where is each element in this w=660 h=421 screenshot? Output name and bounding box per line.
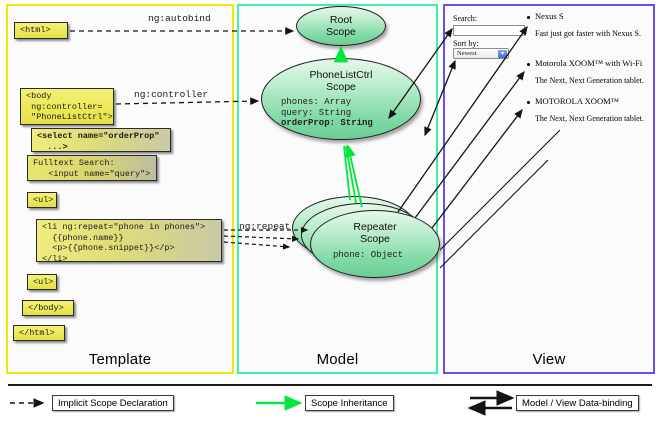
legend-label-model-view-data-binding: Model / View Data-binding <box>516 395 639 411</box>
code-box-fulltext-search: Fulltext Search: <input name="query"> <box>27 155 157 181</box>
phone-name[interactable]: MOTOROLA XOOM™ <box>535 96 619 106</box>
template-column: Template <box>6 4 234 374</box>
phone-snippet: The Next, Next Generation tablet. <box>535 114 644 123</box>
chevron-updown-icon[interactable]: ▾ <box>498 50 507 58</box>
code-box-ul-open: <ul> <box>27 192 57 208</box>
legend-label-scope-inheritance: Scope Inheritance <box>305 395 394 411</box>
root-scope-ellipse: Root Scope <box>296 6 386 46</box>
repeater-scope-title-line2: Scope <box>360 233 390 245</box>
code-box-li-ng-repeat: <li ng:repeat="phone in phones"> {{phone… <box>36 219 222 264</box>
search-input[interactable] <box>453 25 525 36</box>
view-column-label: View <box>532 351 566 368</box>
phone-bullet-icon <box>527 63 530 66</box>
ng-autobind-label: ng:autobind <box>148 13 211 24</box>
root-scope-title-line2: Scope <box>326 26 356 38</box>
phonelistctrl-prop-query: query: String <box>281 107 352 118</box>
phone-bullet-icon <box>527 101 530 104</box>
phone-snippet: Fast just got faster with Nexus S. <box>535 29 641 38</box>
phone-bullet-icon <box>527 16 530 19</box>
code-box-body-close: </body> <box>22 300 74 316</box>
phonelistctrl-scope-ellipse: PhoneListCtrl Scope phones: Array query:… <box>261 58 421 140</box>
repeater-scope-ellipse: Repeater Scope phone: Object <box>310 210 440 278</box>
ng-repeat-label: ng:repeat <box>239 221 291 232</box>
legend-label-implicit-scope-declaration: Implicit Scope Declaration <box>52 395 174 411</box>
phonelistctrl-prop-phones: phones: Array <box>281 97 352 107</box>
sort-by-label: Sort by: <box>453 39 479 48</box>
code-box-html-close: </html> <box>13 325 65 341</box>
phone-snippet: The Next, Next Generation tablet. <box>535 76 644 85</box>
legend-divider <box>8 384 652 386</box>
phonelistctrl-scope-title-line1: PhoneListCtrl <box>309 69 373 81</box>
sort-by-selected-value: Newest <box>457 50 477 57</box>
code-box-body-controller: <body ng:controller= "PhoneListCtrl"> <box>20 88 114 125</box>
root-scope-title-line1: Root <box>329 14 353 26</box>
phone-name[interactable]: Motorola XOOM™ with Wi-Fi <box>535 58 643 68</box>
ng-controller-label: ng:controller <box>134 89 209 100</box>
phone-name[interactable]: Nexus S <box>535 11 564 21</box>
phonelistctrl-scope-title-line2: Scope <box>326 81 356 93</box>
code-box-html-open: <html> <box>14 22 68 39</box>
repeater-prop-phone: phone: Object <box>333 250 404 260</box>
template-column-label: Template <box>88 351 152 368</box>
repeater-scope-title-line1: Repeater <box>353 221 397 233</box>
sort-by-select[interactable]: Newest ▾ <box>453 48 509 59</box>
code-box-ul-close: <ul> <box>27 274 57 290</box>
search-label: Search: <box>453 14 477 23</box>
phonelistctrl-prop-orderprop: orderProp: String <box>281 118 373 128</box>
model-column-label: Model <box>316 351 359 368</box>
code-box-select-orderprop: <select name="orderProp" ...> <box>31 128 171 152</box>
